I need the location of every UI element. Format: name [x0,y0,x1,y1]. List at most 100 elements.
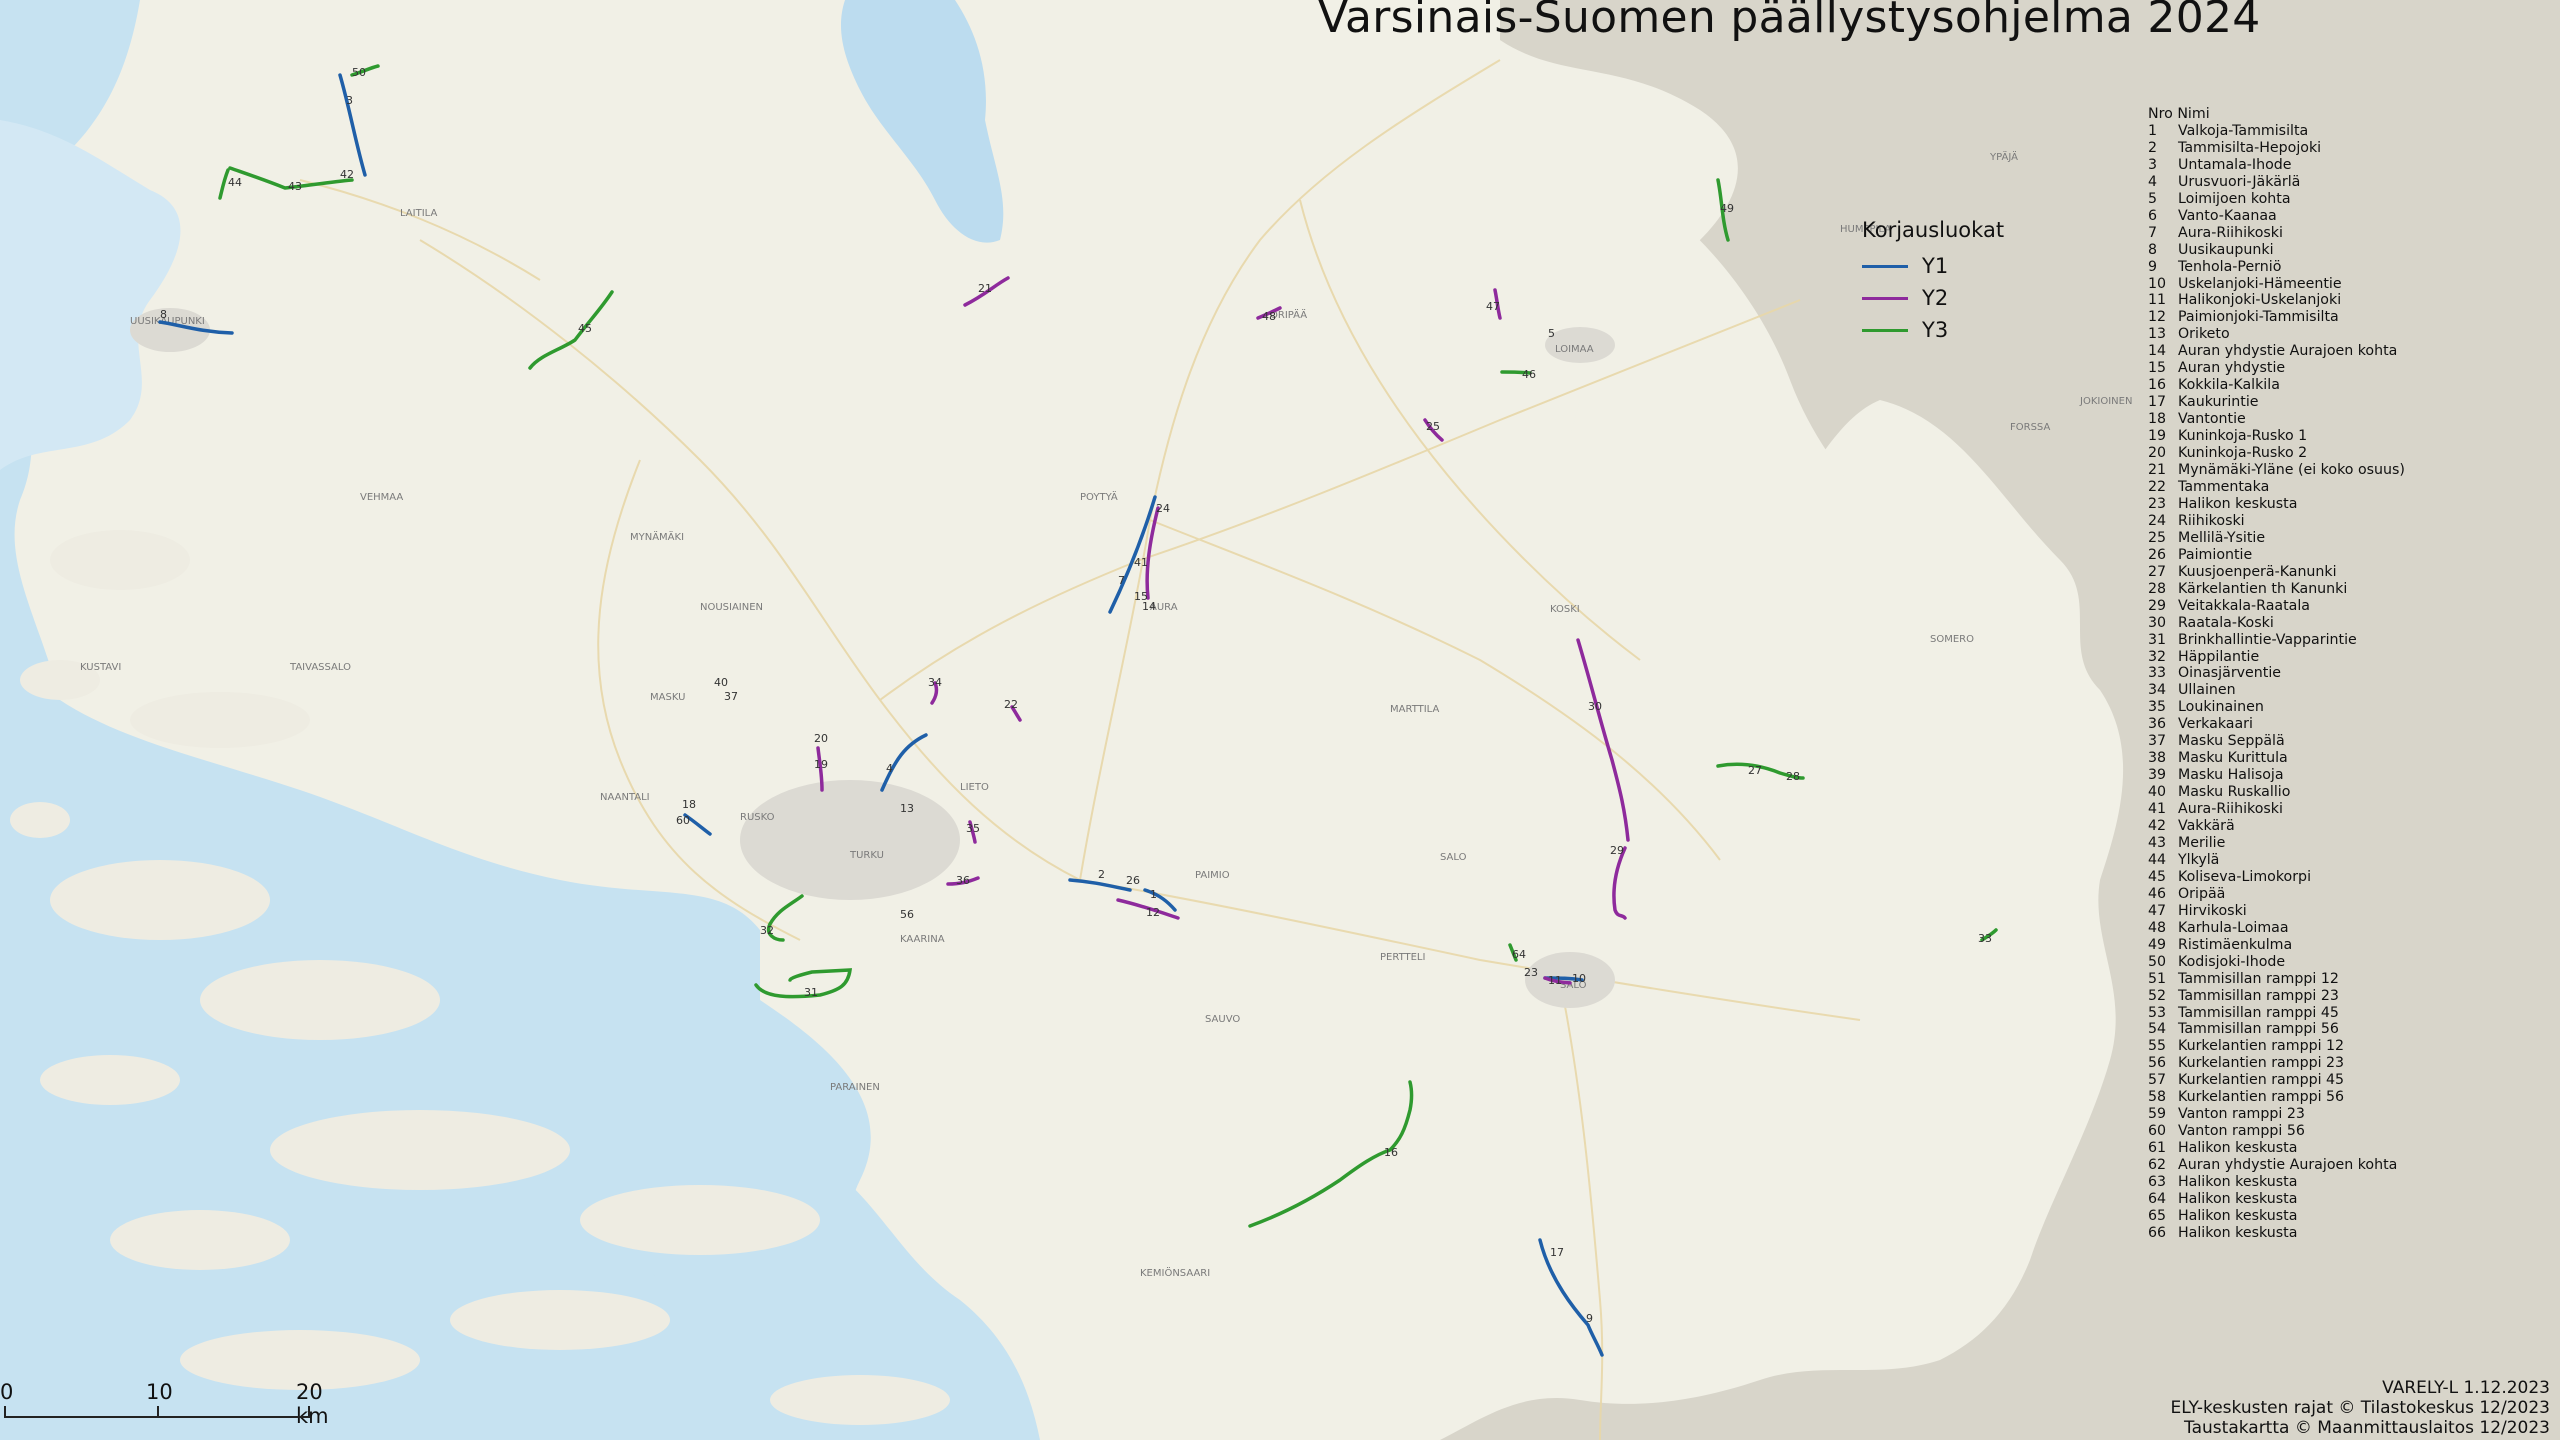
road-list-nro: 5 [2148,190,2158,207]
segment-y2-20[interactable] [816,746,824,792]
sea-areas [0,0,1040,1440]
segment-y1-1[interactable] [1143,888,1177,912]
place-name: SAUVO [1205,1014,1240,1025]
place-name: SALO [1560,980,1587,991]
road-list-nro: 32 [2148,648,2167,665]
segment-y2-29[interactable] [1612,846,1627,920]
segment-label: 48 [1262,310,1276,323]
segment-y3-64[interactable] [1508,943,1518,962]
segment-label: 29 [1610,844,1624,857]
road-list-name: Veitakkala-Raatala [2178,597,2310,614]
road-list-name: Halikon keskusta [2178,1174,2298,1191]
segment-y3-27[interactable] [1716,762,1805,780]
segment-y1-3[interactable] [338,73,367,177]
segment-y2-24[interactable] [1145,506,1160,600]
road-list-name: Kärkelantien th Kanunki [2178,580,2348,597]
road-list-name: Koliseva-Limokorpi [2178,868,2312,885]
road-list-nro: 38 [2148,750,2167,767]
road-list-name: Auran yhdystie Aurajoen kohta [2178,1157,2398,1174]
segment-label: 23 [1524,966,1538,979]
road-list-nro: 30 [2148,614,2167,631]
road-list-name: Ullainen [2178,682,2236,699]
segment-y3-46[interactable] [1500,370,1532,375]
credit-line: Taustakartta © Maanmittauslaitos 12/2023 [2184,1418,2550,1438]
segment-label: 14 [1142,600,1156,613]
segment-y1-2[interactable] [1068,878,1132,892]
island [450,1290,670,1350]
segment-y1-uusikaupunki[interactable] [158,320,234,335]
segment-label: 3 [346,94,353,107]
segment-y1-60[interactable] [683,813,712,836]
legend: Korjausluokat Y1 Y2 Y3 [1862,218,2004,346]
segment-y3-49[interactable] [1716,178,1730,242]
segment-y3-45[interactable] [528,290,614,370]
scale-bar: 0 10 20 km [0,1380,330,1440]
scale-tick [157,1406,159,1418]
segment-y2-36[interactable] [946,876,980,886]
road-list-nro: 53 [2148,1004,2167,1021]
road-list-nro: 42 [2148,818,2167,835]
segment-y3-50[interactable] [350,64,380,77]
segment-y3-32[interactable] [767,894,804,942]
road-list-name: Kurkelantien ramppi 45 [2178,1072,2345,1089]
road [1079,59,1501,881]
road-list-nro: 31 [2148,631,2167,648]
road-list-name: Vantontie [2178,411,2246,428]
road-list-name: Raatala-Koski [2178,614,2274,631]
segment-label: 13 [900,802,914,815]
segment-y2-12[interactable] [1116,898,1180,920]
road-list-nro: 17 [2148,394,2167,411]
segment-label: 7 [1118,574,1125,587]
segment-y2-35[interactable] [968,820,977,844]
road-list-nro: 2 [2148,139,2158,156]
segment-y3-31[interactable] [754,968,853,999]
road-list-name: Uusikaupunki [2178,241,2274,258]
place-name: MYNÄMÄKI [630,530,684,543]
segment-label: 26 [1126,874,1140,887]
segment-y2-30[interactable] [1576,638,1630,842]
segment-y3-33[interactable] [1980,928,1998,942]
segment-y2-22[interactable] [1010,705,1022,722]
island [580,1185,820,1255]
road-list-name: Kokkila-Kalkila [2178,377,2280,394]
road-list-nro: 43 [2148,834,2167,851]
segment-y2-25[interactable] [1423,418,1444,442]
road-network [299,59,1861,1440]
segment-y2-47[interactable] [1493,288,1502,320]
place-name: NOUSIAINEN [700,602,763,613]
segment-y3-44b[interactable] [218,168,230,200]
road-list-name: Masku Halisoja [2178,767,2284,784]
segment-y1-7[interactable] [1108,495,1157,614]
segment-y3-44[interactable] [228,166,354,190]
segment-y3-16[interactable] [1248,1080,1414,1228]
segment-y2-11[interactable] [1543,976,1572,985]
scale-label-0: 0 [0,1380,14,1404]
segment-y2-21[interactable] [963,276,1010,307]
segment-y1-4[interactable] [880,733,928,792]
road-list-nro: 39 [2148,767,2167,784]
segment-y1-9[interactable] [1538,1238,1604,1357]
segment-label: 43 [288,180,302,193]
scale-tick [308,1406,310,1418]
road-list-nro: 8 [2148,241,2158,258]
road-list-name: Tenhola-Perniö [2178,258,2282,275]
place-name: PERTTELI [1380,952,1425,963]
segment-y2-34[interactable] [930,681,939,705]
road-list-nro: 55 [2148,1038,2167,1055]
segment-label: 22 [1004,698,1018,711]
road-list-name: Oripää [2178,885,2226,902]
credit-line: VARELY-L 1.12.2023 [2382,1378,2550,1398]
road-list-item: 30 Raatala-Koski [2148,615,2558,632]
segment-y2-48[interactable] [1256,306,1282,320]
segment-label: 60 [676,814,690,827]
